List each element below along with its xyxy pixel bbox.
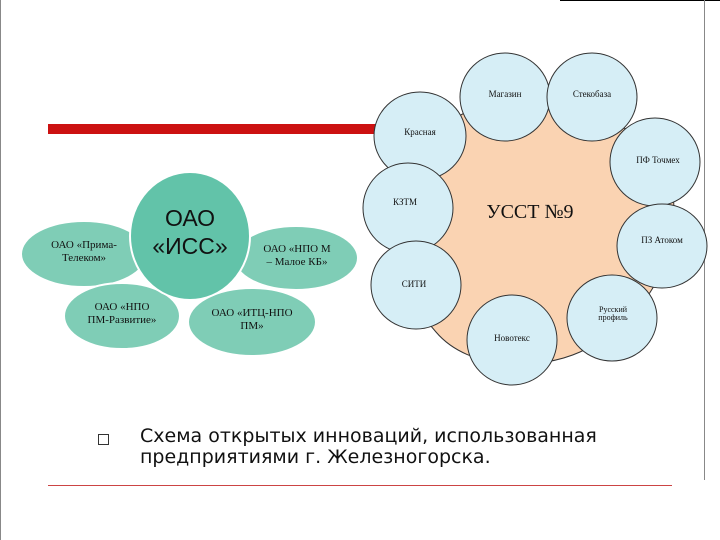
satellite-label: СИТИ bbox=[401, 279, 427, 289]
iss-satellite-npo-pm-line1: ОАО «НПО bbox=[94, 301, 150, 313]
caption: Схема открытых инноваций, использованная… bbox=[140, 426, 700, 468]
iss-satellite-itc-line2: ПМ» bbox=[240, 320, 264, 332]
satellite-label: Русский профиль bbox=[598, 305, 628, 323]
iss-satellite-prima-line1: ОАО «Прима- bbox=[51, 239, 117, 251]
satellite-novotex-shape bbox=[466, 294, 558, 386]
satellite-label: Красная bbox=[404, 127, 436, 137]
caption-line2: предприятиями г. Железногорска. bbox=[140, 446, 491, 468]
iss-satellite-npo-pm: ОАО «НПО ПМ-Развитие» bbox=[70, 301, 174, 332]
bottom-divider bbox=[48, 485, 672, 486]
usst-center-text: УССТ №9 bbox=[486, 201, 574, 223]
iss-satellite-prima: ОАО «Прима- Телеком» bbox=[28, 239, 140, 270]
satellite-steklobaza: Стекобаза bbox=[552, 89, 632, 106]
iss-satellite-npo-m-line1: ОАО «НПО М bbox=[263, 243, 331, 255]
usst-center-label: УССТ №9 bbox=[470, 200, 590, 230]
iss-satellite-npo-m-line2: – Малое КБ» bbox=[266, 256, 328, 268]
satellite-krasnaya: Красная bbox=[388, 127, 452, 144]
iss-satellite-npo-pm-line2: ПМ-Развитие» bbox=[87, 314, 157, 326]
satellite-novotex: Новотекс bbox=[480, 333, 544, 350]
caption-line1: Схема открытых инноваций, использованная bbox=[140, 425, 597, 447]
satellite-pf-tochmeh: ПФ Точмех bbox=[618, 155, 698, 172]
satellite-label: ПФ Точмех bbox=[636, 155, 680, 165]
satellite-steklobaza-shape bbox=[546, 52, 638, 142]
iss-satellite-prima-line2: Телеком» bbox=[61, 252, 107, 264]
iss-center-shape bbox=[129, 171, 251, 301]
satellite-label: КЗТМ bbox=[393, 197, 417, 207]
accent-bar bbox=[48, 124, 610, 134]
iss-satellite-itc-shape bbox=[187, 287, 317, 357]
iss-center-label: ОАО «ИСС» bbox=[130, 206, 250, 266]
satellite-label: Стекобаза bbox=[572, 89, 612, 99]
satellite-siti-shape bbox=[370, 240, 462, 330]
satellite-russky-profil-shape bbox=[566, 274, 658, 362]
iss-satellite-npo-pm-shape bbox=[63, 282, 181, 350]
frame-line-left bbox=[0, 0, 1, 540]
frame-line-top bbox=[560, 0, 720, 1]
satellite-pz-atokom: ПЗ Атоком bbox=[634, 235, 690, 260]
satellite-siti: СИТИ bbox=[386, 279, 442, 296]
satellite-kztm: КЗТМ bbox=[380, 197, 430, 214]
satellite-label: Новотекс bbox=[494, 333, 530, 343]
satellite-magazin: Магазин bbox=[465, 89, 545, 106]
bullet-icon bbox=[98, 434, 109, 445]
satellite-russky-profil: Русский профиль bbox=[586, 305, 640, 332]
satellite-label: Магазин bbox=[488, 89, 522, 99]
satellite-pz-atokom-shape bbox=[616, 203, 708, 289]
iss-satellite-npo-m: ОАО «НПО М – Малое КБ» bbox=[242, 243, 352, 274]
satellite-label: ПЗ Атоком bbox=[641, 235, 683, 245]
iss-satellite-itc: ОАО «ИТЦ-НПО ПМ» bbox=[196, 307, 308, 338]
iss-center-line1: ОАО bbox=[164, 205, 216, 231]
iss-center-line2: «ИСС» bbox=[152, 233, 228, 259]
iss-satellite-itc-line1: ОАО «ИТЦ-НПО bbox=[211, 307, 293, 319]
